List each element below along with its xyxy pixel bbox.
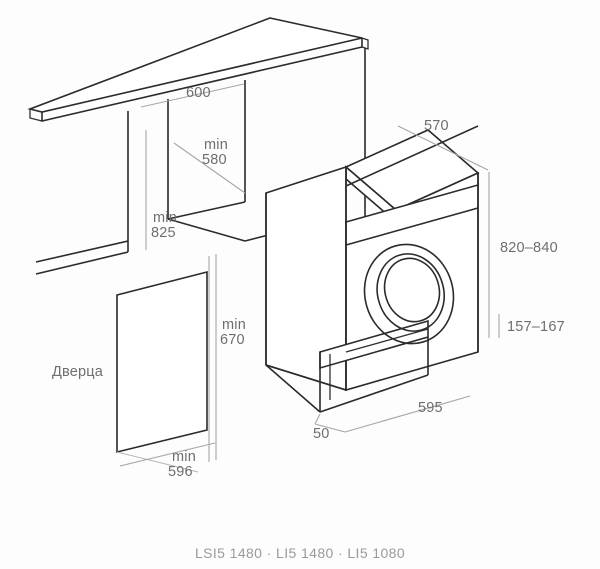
dim-line-machine-width: [344, 395, 471, 433]
machine-control-panel-divider: [345, 207, 479, 246]
cabinet-plinth-top: [35, 240, 129, 263]
label-door-height-value: 670: [220, 332, 245, 348]
label-niche-depth-value: 580: [202, 152, 227, 168]
label-door-width-prefix: min: [172, 449, 196, 465]
dim-line-machine-depth: [397, 125, 489, 171]
label-machine-depth: 570: [424, 118, 449, 134]
machine-control-panel: [345, 125, 479, 187]
machine-front-lower-detail: [345, 328, 429, 353]
cabinet-plinth-bottom: [35, 251, 129, 275]
machine-door-outer-ring: [363, 243, 455, 345]
niche-floor-front: [167, 201, 246, 220]
niche-floor-slope: [167, 218, 246, 242]
machine-front-face: [345, 183, 479, 392]
countertop-left-return: [29, 109, 43, 122]
label-door-height-prefix: min: [222, 317, 246, 333]
furniture-door-panel: [116, 270, 208, 454]
label-niche-depth-prefix: min: [204, 137, 228, 153]
dim-ext-machine-offset: [314, 413, 321, 425]
countertop-right-corner: [361, 37, 369, 50]
label-machine-offset: 50: [313, 426, 330, 442]
label-door-width-value: 596: [168, 464, 193, 480]
machine-door-inner-glass: [383, 257, 441, 323]
furniture-door-depth-line: [116, 451, 199, 473]
label-niche-height-prefix: min: [153, 210, 177, 226]
machine-bottom-front-line: [265, 364, 321, 413]
label-furniture-door: Дверца: [52, 364, 104, 380]
machine-bottom-right-line: [319, 374, 429, 413]
dim-line-machine-offset: [314, 423, 346, 433]
dim-line-door-width: [119, 442, 216, 467]
dim-line-niche-depth: [173, 142, 246, 194]
countertop-front-edge: [41, 38, 363, 123]
label-machine-plinth: 157–167: [507, 319, 565, 335]
dim-line-niche-width: [140, 83, 245, 108]
model-caption: LSI5 1480 · LI5 1480 · LI5 1080: [194, 545, 406, 561]
label-machine-height: 820–840: [500, 240, 558, 256]
label-niche-height-value: 825: [151, 225, 176, 241]
machine-door-middle-ring: [376, 253, 445, 332]
machine-bottom-left-edge: [265, 364, 347, 391]
label-machine-width: 595: [418, 400, 443, 416]
label-niche-width: 600: [186, 85, 211, 101]
machine-door-assembly: [363, 243, 455, 345]
